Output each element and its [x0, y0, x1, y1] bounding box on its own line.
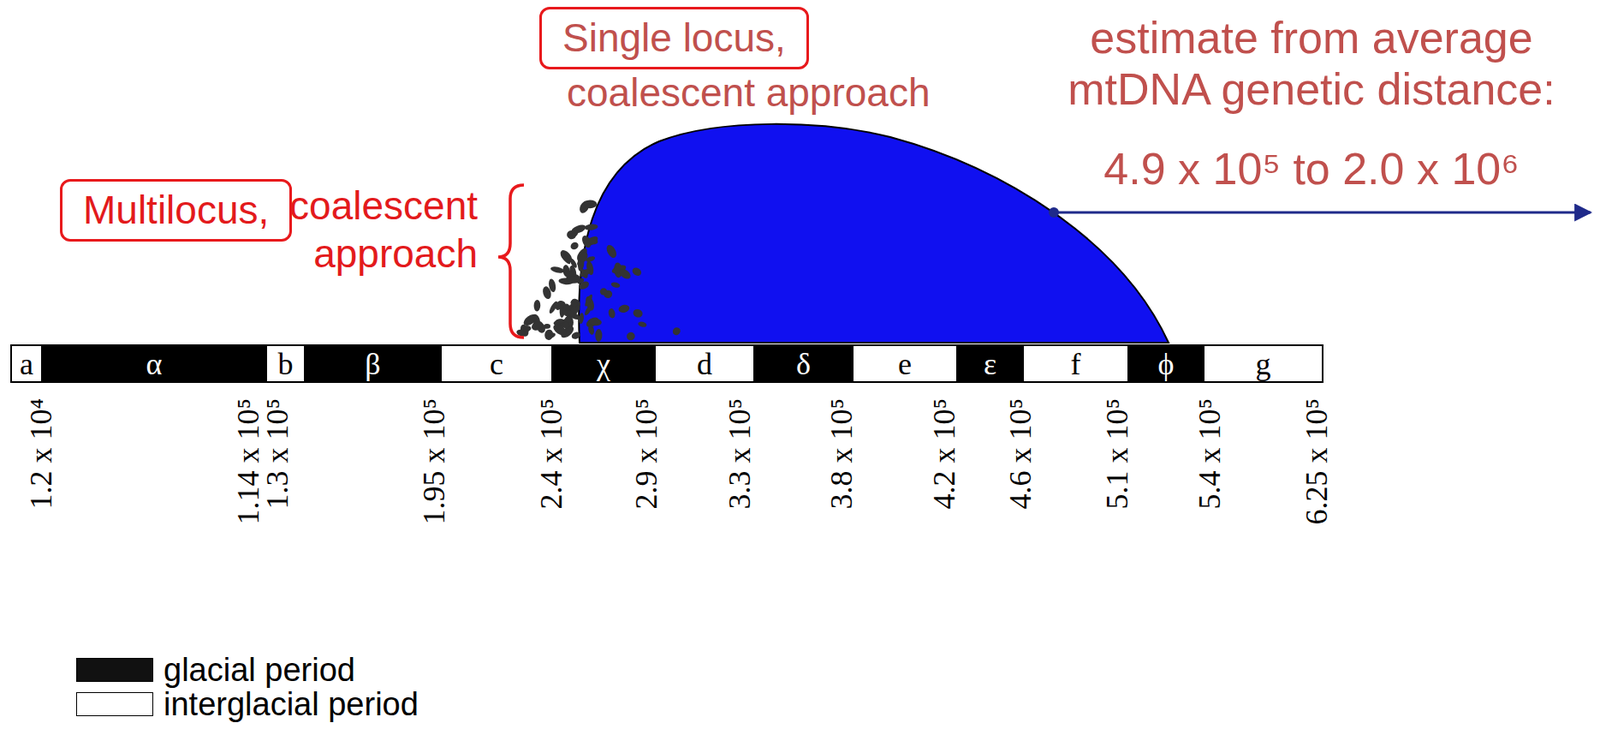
- time-value: 1.14 x 10⁵: [232, 398, 264, 525]
- period-letter: ε: [983, 348, 997, 380]
- time-value: 2.4 x 10⁵: [535, 398, 567, 510]
- legend-swatch: [76, 691, 154, 716]
- glacial-band: ε: [956, 344, 1024, 383]
- estimate-arrow: [1053, 211, 1591, 215]
- time-value: 6.25 x 10⁵: [1301, 398, 1333, 525]
- scatter-speck: [599, 286, 609, 297]
- scatter-speck: [607, 307, 617, 319]
- time-value: 2.9 x 10⁵: [630, 398, 662, 510]
- time-value: 1.3 x 10⁵: [261, 398, 293, 510]
- time-value: 4.2 x 10⁵: [928, 398, 960, 510]
- scatter-speck: [617, 267, 633, 281]
- scatter-speck: [547, 278, 558, 293]
- period-letter: g: [1255, 348, 1272, 380]
- scatter-speck: [583, 293, 595, 308]
- time-value: 4.6 x 10⁵: [1005, 398, 1036, 510]
- single-locus-distribution: [578, 124, 1169, 343]
- time-value: 3.8 x 10⁵: [826, 398, 857, 510]
- interglacial-band: b: [267, 344, 304, 383]
- method-box: Single locus,: [539, 6, 809, 70]
- scatter-speck: [583, 223, 599, 232]
- scatter-speck: [576, 249, 590, 264]
- scatter-speck: [565, 309, 577, 318]
- scatter-speck: [583, 304, 594, 317]
- scatter-speck: [569, 240, 580, 251]
- scatter-speck: [604, 243, 619, 260]
- scatter-speck: [543, 323, 551, 329]
- scatter-speck: [610, 280, 621, 289]
- scatter-speck: [631, 308, 644, 319]
- time-value: 3.3 x 10⁵: [724, 398, 756, 510]
- legend-swatch: [76, 657, 154, 682]
- glacial-band: δ: [753, 344, 854, 383]
- period-letter: ϕ: [1158, 348, 1175, 380]
- scatter-speck: [577, 199, 592, 215]
- method-note: coalescent approach: [566, 70, 1012, 116]
- scatter-speck: [529, 319, 545, 333]
- scatter-speck: [570, 223, 588, 236]
- period-letter: d: [696, 348, 713, 380]
- legend-row: glacial period: [76, 652, 419, 687]
- glacial-band: β: [303, 344, 442, 383]
- interglacial-band: e: [853, 344, 957, 383]
- scatter-speck: [533, 299, 541, 312]
- scatter-speck: [577, 312, 585, 324]
- interglacial-band: a: [10, 344, 42, 383]
- scatter-speck: [671, 325, 682, 337]
- interglacial-band: g: [1204, 344, 1324, 383]
- period-letter: α: [146, 348, 163, 380]
- bracket: [498, 184, 524, 338]
- period-letter: δ: [796, 348, 811, 380]
- time-value: 1.95 x 10⁵: [418, 398, 450, 525]
- time-value: 1.2 x 10⁴: [25, 398, 57, 510]
- scatter-speck: [587, 237, 599, 246]
- interglacial-band: f: [1023, 344, 1128, 383]
- legend-row: interglacial period: [76, 686, 419, 721]
- scatter-speck: [578, 267, 592, 279]
- scatter-speck: [562, 302, 572, 312]
- interglacial-band: c: [441, 344, 552, 383]
- scatter-speck: [569, 298, 579, 309]
- scatter-speck: [588, 317, 602, 327]
- glacial-band: χ: [551, 344, 656, 383]
- scatter-speck: [549, 265, 565, 274]
- time-value: 5.1 x 10⁵: [1101, 398, 1133, 510]
- scatter-speck: [594, 328, 602, 342]
- method-label: Multilocus,: [83, 187, 269, 232]
- scatter-speck: [624, 330, 637, 342]
- legend: glacial periodinterglacial period: [76, 652, 419, 721]
- interglacial-band: d: [655, 344, 754, 383]
- time-value: 5.4 x 10⁵: [1194, 398, 1226, 510]
- scatter-speck: [559, 251, 572, 265]
- period-letter: e: [898, 348, 912, 380]
- legend-text: interglacial period: [163, 687, 419, 720]
- scatter-speck: [547, 299, 560, 315]
- glacial-band: ϕ: [1127, 344, 1205, 383]
- period-letter: χ: [596, 348, 611, 380]
- scatter-speck: [543, 328, 554, 341]
- method-box: Multilocus,: [59, 178, 292, 242]
- glacial-band: α: [41, 344, 268, 383]
- period-letter: f: [1070, 348, 1082, 380]
- method-note: coalescent approach: [275, 181, 478, 278]
- scatter-speck: [566, 275, 581, 283]
- period-letter: b: [278, 348, 294, 380]
- period-letter: β: [364, 348, 381, 380]
- legend-text: glacial period: [163, 653, 356, 686]
- scatter-speck: [587, 324, 595, 336]
- scatter-speck: [618, 303, 631, 314]
- method-label: Single locus,: [562, 15, 786, 60]
- estimate-note: estimate from average mtDNA genetic dist…: [1054, 11, 1569, 115]
- scatter-speck: [637, 320, 648, 328]
- period-letter: c: [489, 348, 504, 380]
- scatter-speck: [630, 266, 643, 278]
- scatter-speck: [561, 320, 571, 330]
- period-letter: a: [19, 348, 34, 380]
- multilocus-scatter: [515, 199, 682, 342]
- estimate-range: 4.9 x 10⁵ to 2.0 x 10⁶: [1054, 142, 1569, 195]
